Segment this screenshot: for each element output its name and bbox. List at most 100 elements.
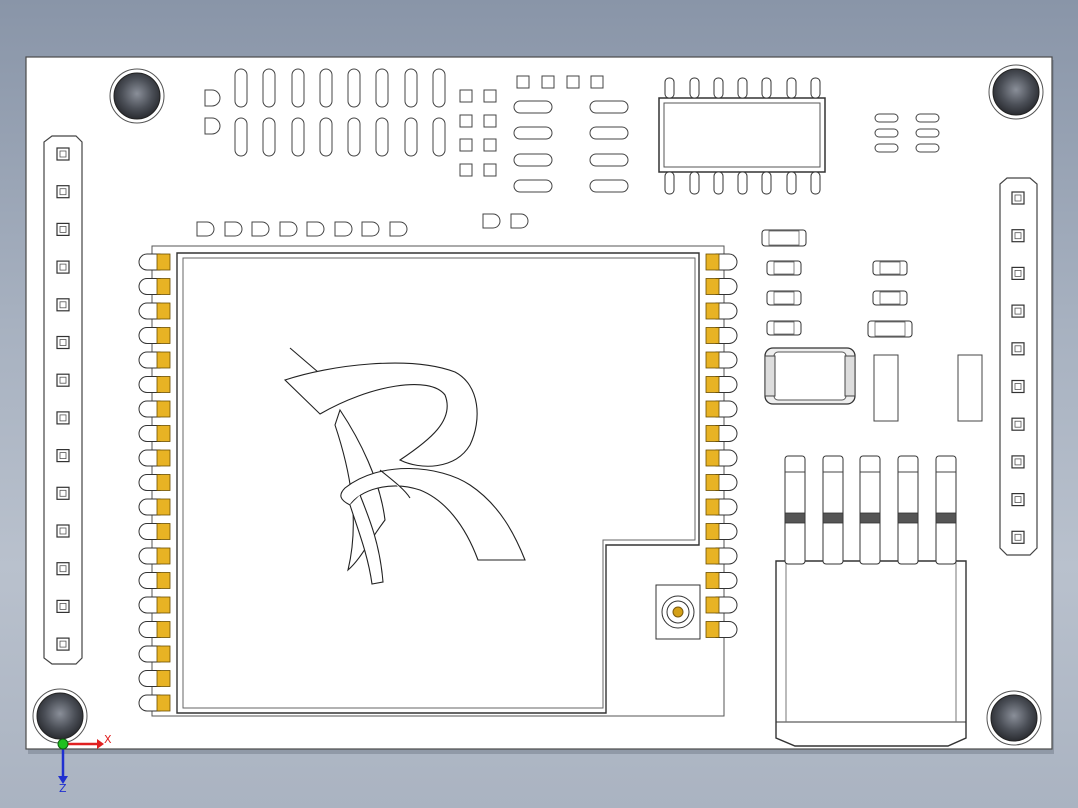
header-pin-hole [59,527,67,535]
square-pad [483,138,497,152]
oval-pad [513,100,553,114]
slot-pad [234,68,248,108]
tiny-pad [915,113,940,123]
castellated-pad [715,449,738,467]
mounting-hole-top-right[interactable] [988,64,1044,120]
header-pin-hole [1014,307,1022,315]
header-pin-hole [1014,458,1022,466]
castellated-pad [715,523,738,540]
castellated-pad [715,572,738,589]
slot-pad [404,68,418,108]
sma-diode[interactable] [764,347,856,405]
slot-pad [347,117,361,157]
gold-pad [705,547,720,565]
header-pin-hole [1014,533,1022,541]
mounting-hole-top-left[interactable] [109,68,165,124]
gold-pad [156,474,171,491]
header-pin-hole [59,301,67,309]
header-pin-hole [1014,420,1022,428]
ic-lead [737,171,748,195]
mounting-hole-bottom-left[interactable] [32,688,88,744]
ic-lead [786,171,797,195]
slot-pad [262,68,276,108]
z-axis-label: Z [59,782,67,795]
gold-pad [705,400,720,418]
oval-pad [589,153,629,167]
left-pin-header[interactable] [43,135,83,665]
castellated-pad [715,278,738,295]
gold-pad [156,425,171,442]
mounting-hole-bottom-right[interactable] [986,690,1042,746]
smd-pad-tall-right [957,354,983,422]
header-pin-hole [59,489,67,497]
regulator-lead-band [935,512,957,524]
smd-chip-body [879,291,901,305]
square-pad [459,89,473,103]
header-pin-hole [59,225,67,233]
castellated-pad [715,498,738,516]
castellated-pad [715,302,738,320]
gold-pad [156,327,171,344]
slot-pad-array [234,68,446,157]
square-pad-grid [459,75,604,177]
slot-pad [291,117,305,157]
gold-pad [705,449,720,467]
gold-pad [156,253,171,271]
square-pad [459,163,473,177]
castellated-pad [138,498,161,516]
square-pad [459,138,473,152]
castellated-pad [138,327,161,344]
wifi-module[interactable] [138,245,738,717]
gold-pad [705,523,720,540]
oval-pad [513,153,553,167]
horizontal-oval-pads [513,100,629,193]
header-pin-hole [1014,194,1022,202]
to263-voltage-regulator[interactable] [775,455,967,747]
header-pin-hole [59,339,67,346]
gold-pad [156,547,171,565]
regulator-lead-band [784,512,806,524]
coordinate-triad: X Z [57,733,112,795]
gold-pad [156,572,171,589]
header-pin-hole [1014,232,1022,240]
square-pad [483,89,497,103]
ic-lead [786,77,797,99]
soic-ic-package[interactable] [658,77,826,195]
slot-pad [432,117,446,157]
gold-pad [705,253,720,271]
ic-lead [664,77,675,99]
d-pad [334,221,353,237]
slot-pad [375,68,389,108]
ic-lead [713,171,724,195]
regulator-lead [822,455,844,565]
right-pin-header[interactable] [999,177,1038,556]
regulator-lead [897,455,919,565]
gold-pad [705,474,720,491]
slot-pad [404,117,418,157]
gold-pad [156,596,171,614]
header-pin-hole [59,188,67,196]
gold-pad [156,670,171,687]
ic-lead [689,77,700,99]
header-pin-hole [1014,269,1022,277]
module-pads-right [705,253,738,638]
header-pin-hole [59,640,67,648]
regulator-lead-band [822,512,844,524]
castellated-pad [138,670,161,687]
castellated-pad [138,278,161,295]
gold-pad [156,400,171,418]
slot-pad [291,68,305,108]
antenna-ufl-connector[interactable] [655,584,701,640]
ic-lead [810,77,821,99]
castellated-pad [138,572,161,589]
gold-pad [705,302,720,320]
ic-lead [761,77,772,99]
regulator-lead [784,455,806,565]
smd-pad-tall-left [873,354,899,422]
gold-pad [156,498,171,516]
ic-lead [737,77,748,99]
d-pad [482,213,501,229]
gold-pad [156,523,171,540]
